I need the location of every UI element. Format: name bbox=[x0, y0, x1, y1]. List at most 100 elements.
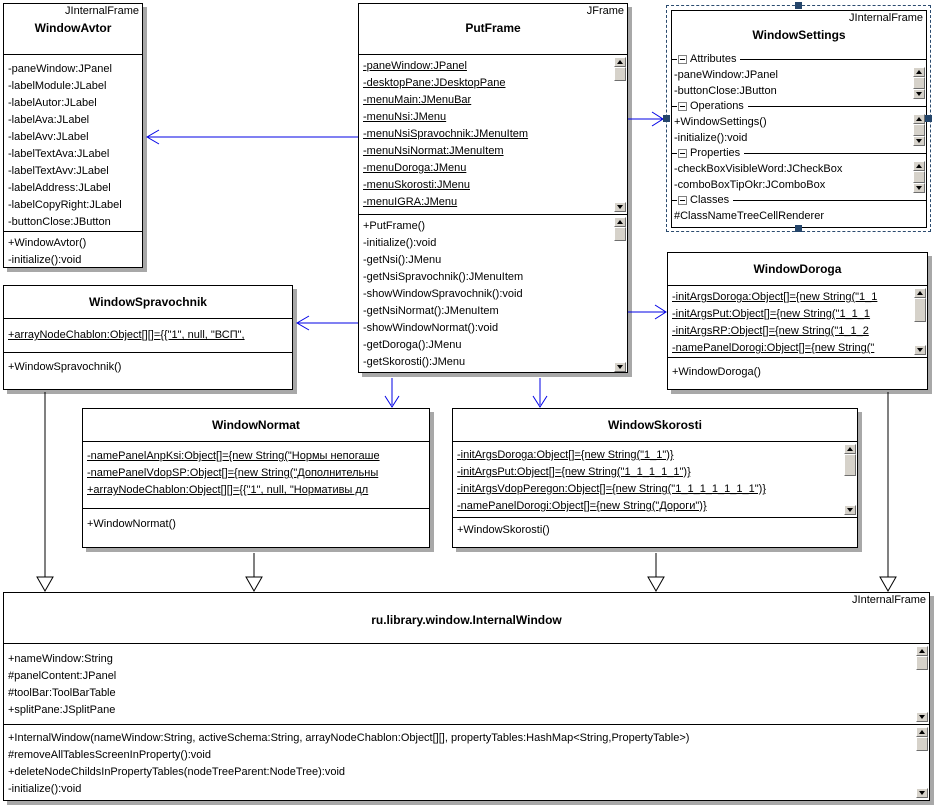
association-putframe-to-windowspravochnik[interactable] bbox=[296, 315, 358, 331]
generalization-windownormat-to-internalwindow[interactable] bbox=[245, 553, 263, 593]
selection-handle-right[interactable] bbox=[925, 115, 932, 122]
scrollbar[interactable] bbox=[914, 288, 926, 355]
scrollbar-thumb[interactable] bbox=[913, 171, 925, 183]
group-label: Classes bbox=[690, 194, 730, 206]
scrollbar[interactable] bbox=[844, 444, 856, 515]
scrollbar-thumb[interactable] bbox=[614, 227, 626, 241]
attribute-row: -paneWindow:JPanel bbox=[8, 63, 112, 75]
methods-compartment: +InternalWindow(nameWindow:String, activ… bbox=[4, 724, 929, 800]
association-putframe-to-windowskorosti[interactable] bbox=[532, 378, 548, 408]
scrollbar-track[interactable] bbox=[916, 670, 928, 712]
association-putframe-to-windowdoroga[interactable] bbox=[628, 304, 667, 320]
class-windownormat[interactable]: WindowNormat -namePanelAnpKsi:Object[]={… bbox=[82, 408, 430, 548]
scroll-up-icon bbox=[617, 60, 623, 64]
scrollbar-thumb[interactable] bbox=[614, 67, 626, 81]
scrollbar[interactable] bbox=[614, 57, 626, 212]
scroll-down-button[interactable] bbox=[913, 89, 925, 99]
selection-handle-left[interactable] bbox=[663, 115, 670, 122]
scroll-up-button[interactable] bbox=[614, 57, 626, 67]
stereotype-label: JInternalFrame bbox=[852, 594, 926, 606]
method-row: -initialize():void bbox=[8, 783, 82, 795]
scrollbar[interactable] bbox=[913, 161, 925, 193]
group-items: #ClassNameTreeCellRenderer bbox=[672, 207, 926, 225]
scrollbar-track[interactable] bbox=[916, 751, 928, 788]
methods-compartment: +WindowSkorosti() bbox=[453, 517, 857, 547]
scrollbar[interactable] bbox=[916, 646, 928, 722]
class-putframe[interactable]: JFrame PutFrame -paneWindow:JPanel -desk… bbox=[358, 3, 628, 373]
scrollbar-track[interactable] bbox=[914, 322, 926, 345]
collapse-icon[interactable] bbox=[678, 102, 687, 111]
scroll-up-button[interactable] bbox=[913, 114, 925, 124]
scroll-down-button[interactable] bbox=[914, 345, 926, 355]
scrollbar[interactable] bbox=[614, 217, 626, 372]
attribute-row: -labelAvv:JLabel bbox=[8, 131, 89, 143]
collapse-icon[interactable] bbox=[678, 149, 687, 158]
class-windowspravochnik[interactable]: WindowSpravochnik +arrayNodeChablon:Obje… bbox=[3, 285, 293, 390]
scrollbar[interactable] bbox=[913, 67, 925, 99]
scrollbar-track[interactable] bbox=[614, 81, 626, 202]
attribute-row: -checkBoxVisibleWord:JCheckBox bbox=[674, 163, 843, 175]
scroll-up-button[interactable] bbox=[913, 67, 925, 77]
attribute-row: -menuNsiSpravochnik:JMenuItem bbox=[363, 128, 529, 140]
attribute-row: -buttonClose:JButton bbox=[674, 85, 777, 97]
class-windowdoroga[interactable]: WindowDoroga -initArgsDoroga:Object[]={n… bbox=[667, 252, 928, 390]
scroll-down-button[interactable] bbox=[913, 136, 925, 146]
scroll-down-icon bbox=[919, 791, 925, 795]
scroll-up-button[interactable] bbox=[916, 646, 928, 656]
scrollbar[interactable] bbox=[916, 727, 928, 798]
attribute-row: -initArgsDoroga:Object[]={new String("1_… bbox=[672, 291, 878, 303]
scrollbar-track[interactable] bbox=[614, 241, 626, 362]
scroll-up-button[interactable] bbox=[844, 444, 856, 454]
class-windowsettings[interactable]: JInternalFrame WindowSettings Attributes… bbox=[671, 10, 927, 228]
divider bbox=[672, 59, 677, 60]
scroll-up-button[interactable] bbox=[916, 727, 928, 737]
generalization-windowskorosti-to-internalwindow[interactable] bbox=[647, 553, 665, 593]
divider bbox=[747, 106, 926, 107]
class-header: JFrame PutFrame bbox=[359, 4, 627, 54]
collapse-icon[interactable] bbox=[678, 55, 687, 64]
attribute-row: +arrayNodeChablon:Object[][]={{"1", null… bbox=[87, 484, 369, 496]
class-internalwindow[interactable]: JInternalFrame ru.library.window.Interna… bbox=[3, 592, 930, 801]
selection-handle-bottom[interactable] bbox=[795, 225, 802, 232]
attribute-row: -menuMain:JMenuBar bbox=[363, 94, 472, 106]
scrollbar-thumb[interactable] bbox=[913, 124, 925, 136]
stereotype-label: JInternalFrame bbox=[849, 12, 923, 24]
scrollbar-thumb[interactable] bbox=[914, 298, 926, 322]
methods-compartment: +WindowNormat() bbox=[83, 508, 429, 548]
scrollbar-thumb[interactable] bbox=[913, 77, 925, 89]
scroll-up-icon bbox=[916, 70, 922, 74]
scroll-down-icon bbox=[919, 715, 925, 719]
scroll-up-button[interactable] bbox=[614, 217, 626, 227]
class-windowavtor[interactable]: JInternalFrame WindowAvtor -paneWindow:J… bbox=[3, 3, 143, 268]
scroll-up-button[interactable] bbox=[914, 288, 926, 298]
scroll-down-button[interactable] bbox=[916, 712, 928, 722]
association-putframe-to-windowavtor[interactable] bbox=[146, 129, 358, 145]
scrollbar-thumb[interactable] bbox=[916, 737, 928, 751]
association-putframe-to-windowsettings[interactable] bbox=[628, 111, 664, 127]
scrollbar-track[interactable] bbox=[844, 476, 856, 505]
attributes-compartment: +nameWindow:String #panelContent:JPanel … bbox=[4, 643, 929, 724]
scrollbar-thumb[interactable] bbox=[844, 454, 856, 476]
class-header: WindowDoroga bbox=[668, 253, 927, 285]
scroll-down-button[interactable] bbox=[916, 788, 928, 798]
scroll-down-button[interactable] bbox=[913, 183, 925, 193]
method-row: +WindowNormat() bbox=[87, 518, 176, 530]
method-row: -getNsiNormat():JMenuItem bbox=[363, 305, 499, 317]
scrollbar[interactable] bbox=[913, 114, 925, 146]
class-windowskorosti[interactable]: WindowSkorosti -initArgsDoroga:Object[]=… bbox=[452, 408, 858, 548]
selection-handle-top[interactable] bbox=[795, 2, 802, 9]
scroll-up-button[interactable] bbox=[913, 161, 925, 171]
scrollbar-thumb[interactable] bbox=[916, 656, 928, 670]
attribute-row: -labelAutor:JLabel bbox=[8, 97, 97, 109]
scroll-down-button[interactable] bbox=[614, 202, 626, 212]
generalization-windowdoroga-to-internalwindow[interactable] bbox=[879, 392, 897, 593]
association-putframe-to-windownormat[interactable] bbox=[384, 378, 400, 408]
scroll-down-icon bbox=[916, 92, 922, 96]
attribute-row: -menuSkorosti:JMenu bbox=[363, 179, 470, 191]
collapse-icon[interactable] bbox=[678, 196, 687, 205]
scroll-down-button[interactable] bbox=[614, 362, 626, 372]
generalization-windowspravochnik-to-internalwindow[interactable] bbox=[36, 392, 54, 593]
scroll-down-button[interactable] bbox=[844, 505, 856, 515]
attribute-row: -namePanelDorogi:Object[]={new String("Д… bbox=[457, 500, 707, 512]
